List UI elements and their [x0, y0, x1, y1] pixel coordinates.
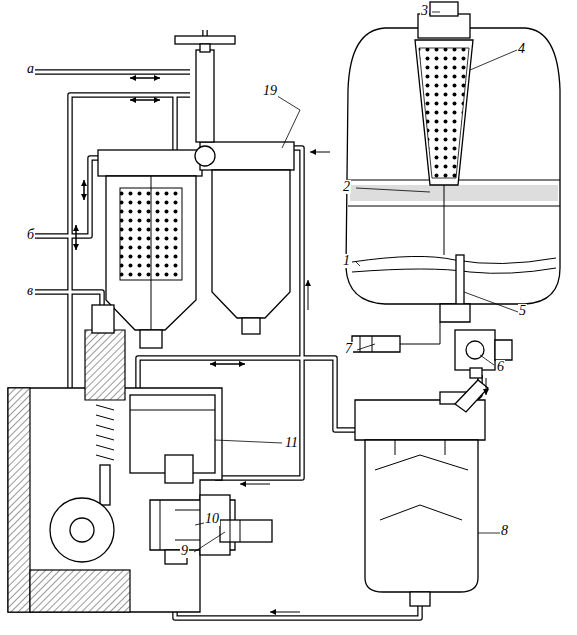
callout-number: б — [26, 228, 35, 242]
callout-number: 8 — [500, 524, 509, 538]
callout-number: 9 — [180, 544, 189, 558]
callout-number: 2 — [342, 180, 351, 194]
callout-number: 6 — [496, 360, 505, 374]
callout-number: 19 — [262, 84, 278, 98]
callout-number: 7 — [344, 342, 353, 356]
callout-number: 11 — [284, 436, 299, 450]
callout-number: 10 — [204, 512, 220, 526]
callout-number: 4 — [517, 42, 526, 56]
callout-number: а — [26, 62, 35, 76]
callout-number: 5 — [518, 304, 527, 318]
callout-number: в — [26, 284, 34, 298]
callout-number: 1 — [342, 254, 351, 268]
callout-number: 3 — [420, 4, 429, 18]
